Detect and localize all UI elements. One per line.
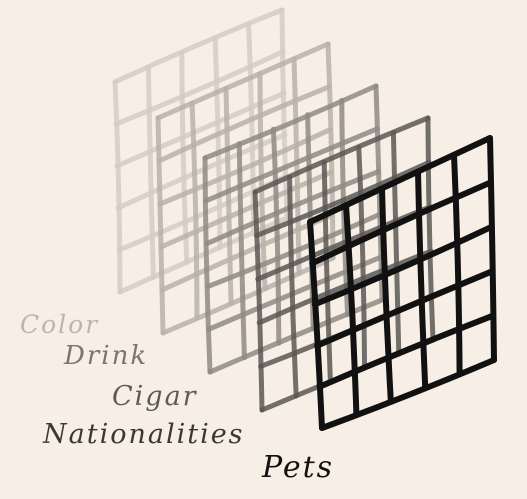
layer-label-nationalities: Nationalities [43, 419, 245, 450]
grid-line [155, 115, 166, 336]
grid-line [321, 159, 333, 385]
grid-line [451, 151, 463, 377]
grid-line [145, 65, 156, 280]
grid-line [113, 49, 286, 127]
grid-line [246, 21, 257, 236]
grid-line [309, 179, 494, 267]
grid-line [257, 71, 268, 291]
grid-line [112, 7, 285, 85]
grid-line [279, 7, 290, 221]
grid-line [115, 132, 288, 211]
grid-line [307, 219, 325, 431]
grid-line [356, 145, 368, 371]
grid-line [319, 357, 497, 431]
grid-line [179, 50, 190, 265]
grid-line [311, 223, 495, 308]
grid-line [252, 189, 265, 413]
grid-line [156, 84, 332, 164]
layer-label-pets: Pets [262, 450, 335, 485]
grid-line [425, 115, 436, 343]
grid-line [202, 83, 379, 161]
grid-line [307, 135, 493, 225]
grid-line [114, 90, 287, 169]
grid-line [270, 126, 282, 346]
grid-line [487, 135, 497, 363]
grid-line [379, 185, 394, 404]
grid-line [316, 312, 497, 390]
grid-line [253, 159, 432, 239]
grid-line [325, 41, 336, 261]
layer-label-cigar: Cigar [112, 381, 198, 412]
grid-line [155, 41, 331, 121]
grid-line [203, 126, 380, 204]
grid-line [223, 85, 234, 306]
grid-pets [307, 135, 497, 431]
grid-line [390, 130, 402, 357]
layer-label-drink: Drink [64, 341, 149, 371]
grid-line [202, 155, 213, 375]
grid-line [314, 268, 496, 349]
grid-line [287, 174, 299, 399]
grid-line [112, 79, 123, 295]
layer-label-color: Color [20, 310, 100, 339]
grid-line [256, 248, 434, 326]
grid-line [415, 168, 429, 391]
grid-line [252, 115, 431, 195]
grid-color [112, 7, 290, 295]
grid-line [212, 36, 223, 251]
grid-line [343, 202, 360, 418]
grid-line [189, 100, 200, 321]
grid-line [236, 141, 247, 361]
